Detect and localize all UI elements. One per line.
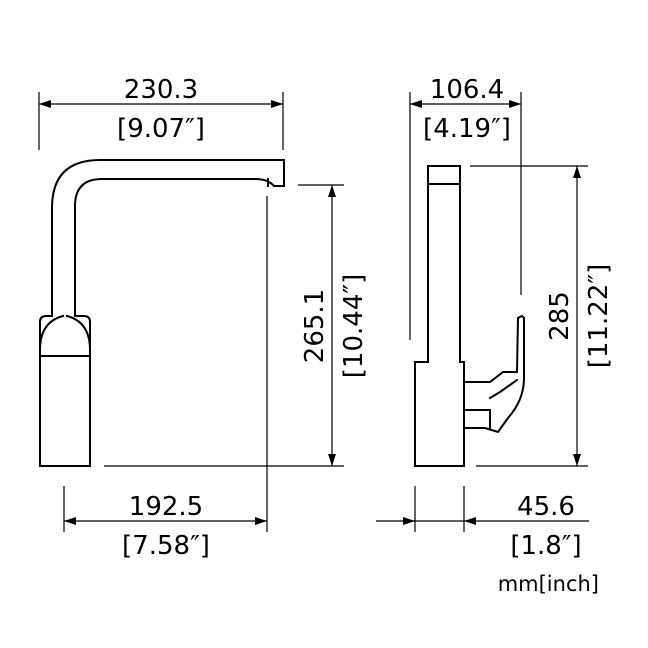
spout-height-mm-label: 265.1 [300,289,330,363]
dim-arrow-base-left [403,517,415,525]
front-view: 230.3 [9.07″] 192.5 [7.58″] 265.1 [10.44… [38,75,369,561]
side-handle-lever [463,378,519,429]
dim-arrow-depth-left [410,100,422,108]
depth-mm-label: 106.4 [430,75,504,105]
dim-arrow-spout-height-bottom [328,454,336,466]
base-offset-inch-label: [1.8″] [510,531,581,561]
front-faucet-outline [39,159,285,467]
height-mm-label: 285 [545,291,575,341]
spout-height-inch-label: [10.44″] [339,274,369,378]
dim-arrow-reach-right [255,517,267,525]
spout-reach-mm-label: 192.5 [129,492,203,522]
dim-arrow-depth-right [509,100,521,108]
dim-arrow-height-top [573,166,581,178]
depth-inch-label: [4.19″] [423,114,511,144]
units-note: mm[inch] [498,572,599,596]
front-body-cap [38,314,92,352]
dim-arrow-reach-left [64,517,76,525]
side-view: 106.4 [4.19″] 285 [11.22″] 45.6 [1.8″] [376,75,614,561]
width-mm-label: 230.3 [124,75,198,105]
side-faucet-outline [414,165,525,467]
dim-arrow-spout-height-top [328,185,336,197]
spout-reach-inch-label: [7.58″] [122,531,210,561]
width-inch-label: [9.07″] [117,114,205,144]
dim-arrow-base-right [464,517,476,525]
dim-arrow-height-bottom [573,454,581,466]
base-offset-mm-label: 45.6 [517,492,575,522]
height-inch-label: [11.22″] [584,264,614,368]
dim-arrow-width-left [39,100,51,108]
dim-arrow-width-right [271,100,283,108]
